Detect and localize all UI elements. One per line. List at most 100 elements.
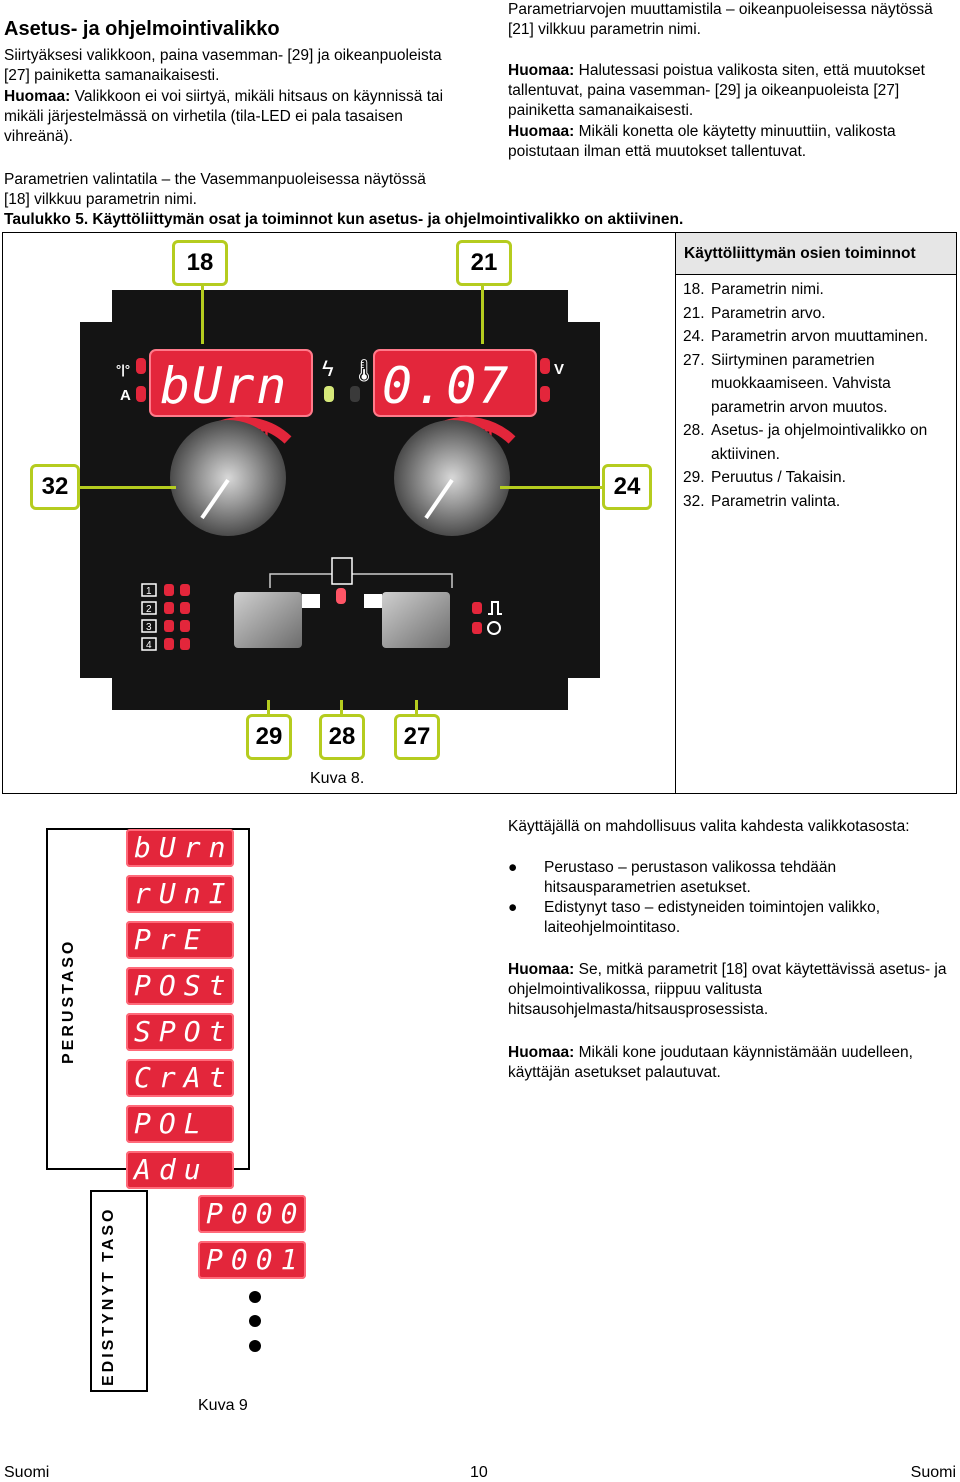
callout-27: 27: [394, 714, 440, 760]
side-table-heading: Käyttöliittymän osien toiminnot: [676, 233, 956, 275]
menu-led: [336, 588, 346, 604]
edit-mode-paragraph: Parametriarvojen muuttamistila – oikeanp…: [508, 1, 933, 38]
note-save-paragraph: Huomaa: Halutessasi poistua valikosta si…: [508, 61, 953, 121]
advanced-level-box: [90, 1190, 146, 1392]
menu-display-item: P001: [198, 1241, 306, 1279]
list-item: 21.Parametrin arvo.: [683, 304, 826, 322]
table-frame: [2, 232, 957, 794]
menu-display-item: POL: [126, 1105, 234, 1143]
list-item: 27.Siirtyminen parametrien muokkaamiseen…: [683, 351, 891, 416]
side-table-list: 18.Parametrin nimi. 21.Parametrin arvo. …: [683, 278, 955, 513]
note-label: Huomaa:: [4, 88, 71, 105]
figure-caption-9: Kuva 9: [198, 1397, 248, 1414]
figure-caption-8: Kuva 8.: [310, 770, 365, 787]
menu-display-item: rUnI: [126, 875, 234, 913]
list-item: 28.Asetus- ja ohjelmointivalikko on akti…: [683, 422, 928, 463]
levels-bullets: ●Perustaso – perustason valikossa tehdää…: [508, 858, 948, 938]
callout-line: [201, 282, 204, 344]
knob-indicator: [424, 478, 454, 520]
menu-display-item: SPOt: [126, 1013, 234, 1051]
list-item: ●Perustaso – perustason valikossa tehdää…: [508, 859, 837, 896]
note-paragraph: Huomaa: Valikkoon ei voi siirtyä, mikäli…: [4, 87, 454, 147]
callout-21: 21: [456, 240, 512, 286]
menu-display-item: Adu: [126, 1151, 234, 1189]
advanced-level-divider: [146, 1190, 148, 1392]
list-item: 29.Peruutus / Takaisin.: [683, 469, 846, 486]
mode-column: [472, 601, 502, 635]
svg-text:4: 4: [146, 640, 152, 651]
callout-29: 29: [246, 714, 292, 760]
control-panel-illustration: bUrn 0.07 °|° A V ϟ 🌡 + + 1 2 3 4: [80, 290, 600, 710]
knob-indicator: [200, 478, 230, 520]
menu-display-item: CrAt: [126, 1059, 234, 1097]
unit-label: °|°: [116, 362, 130, 377]
note-restart-paragraph: Huomaa: Mikäli kone joudutaan käynnistäm…: [508, 1044, 913, 1081]
selection-mode-paragraph: Parametrien valintatila – the Vasemmanpu…: [4, 171, 426, 208]
section-title: Asetus- ja ohjelmointivalikko: [4, 18, 280, 40]
unit-label: V: [554, 361, 564, 378]
callout-32: 32: [30, 464, 80, 510]
callout-18: 18: [172, 240, 228, 286]
led: [136, 358, 146, 374]
error-icon: ϟ: [322, 356, 334, 381]
note-text: Valikkoon ei voi siirtyä, mikäli hitsaus…: [4, 88, 444, 145]
program-column: 1 2 3 4: [141, 583, 190, 651]
left-display-text: bUrn: [160, 357, 288, 415]
menu-icon-frame: [331, 557, 353, 585]
svg-text:3: 3: [146, 622, 152, 633]
left-knob: [170, 420, 286, 536]
note-timeout-paragraph: Huomaa: Mikäli konetta ole käytetty minu…: [508, 122, 958, 162]
list-item: 32.Parametrin valinta.: [683, 492, 841, 510]
led: [540, 386, 550, 402]
led: [136, 386, 146, 402]
list-item: 24.Parametrin arvon muuttaminen.: [683, 328, 929, 345]
menu-display-item: P000: [198, 1195, 306, 1233]
svg-text:1: 1: [146, 586, 152, 597]
page-number: 10: [470, 1464, 488, 1481]
basic-level-label: PERUSTASO: [60, 938, 77, 1064]
intro-paragraph: Siirtyäksesi valikkoon, paina vasemman- …: [4, 47, 442, 84]
menu-display-item: POSt: [126, 967, 234, 1005]
enter-icon: [364, 594, 382, 608]
list-item: 18.Parametrin nimi.: [683, 281, 824, 298]
unit-label: A: [120, 387, 131, 404]
menu-display-item: bUrn: [126, 829, 234, 867]
note-text: Mikäli konetta ole käytetty minuuttiin, …: [508, 123, 896, 160]
svg-text:2: 2: [146, 604, 152, 615]
callout-line: [76, 486, 176, 489]
note-label: Huomaa:: [508, 62, 575, 79]
left-button: [234, 592, 302, 648]
back-icon: [302, 594, 320, 608]
ellipsis-dot: [249, 1340, 261, 1352]
right-display-text: 0.07: [382, 357, 510, 415]
footer-language-left: Suomi: [4, 1464, 50, 1481]
right-display: [373, 349, 537, 417]
note-parameters-paragraph: Huomaa: Se, mitkä parametrit [18] ovat k…: [508, 961, 947, 1018]
table-caption: Taulukko 5. Käyttöliittymän osat ja toim…: [4, 211, 684, 228]
right-button: [382, 592, 450, 648]
left-display: [149, 349, 313, 417]
callout-28: 28: [319, 714, 365, 760]
callout-line: [267, 700, 270, 716]
levels-intro: Käyttäjällä on mahdollisuus valita kahde…: [508, 818, 910, 835]
right-knob: [394, 420, 510, 536]
ellipsis-dot: [249, 1291, 261, 1303]
callout-line: [415, 700, 418, 716]
list-item: ●Edistynyt taso – edistyneiden toimintoj…: [508, 899, 881, 936]
status-led: [350, 386, 360, 402]
note-label: Huomaa:: [508, 123, 575, 140]
menu-display-item: PrE: [126, 921, 234, 959]
table-divider: [675, 232, 676, 794]
callout-24: 24: [602, 464, 652, 510]
advanced-level-label: EDISTYNYT TASO: [100, 1206, 117, 1387]
callout-line: [340, 700, 343, 716]
thermometer-icon: 🌡: [350, 358, 378, 383]
callout-line: [500, 486, 604, 489]
note-text: Halutessasi poistua valikosta siten, ett…: [508, 62, 925, 119]
callout-line: [481, 282, 484, 344]
ellipsis-dot: [249, 1315, 261, 1327]
footer-language-right: Suomi: [910, 1464, 956, 1481]
led: [540, 358, 550, 374]
status-led-green: [324, 386, 334, 402]
bracket-line: [269, 573, 453, 588]
